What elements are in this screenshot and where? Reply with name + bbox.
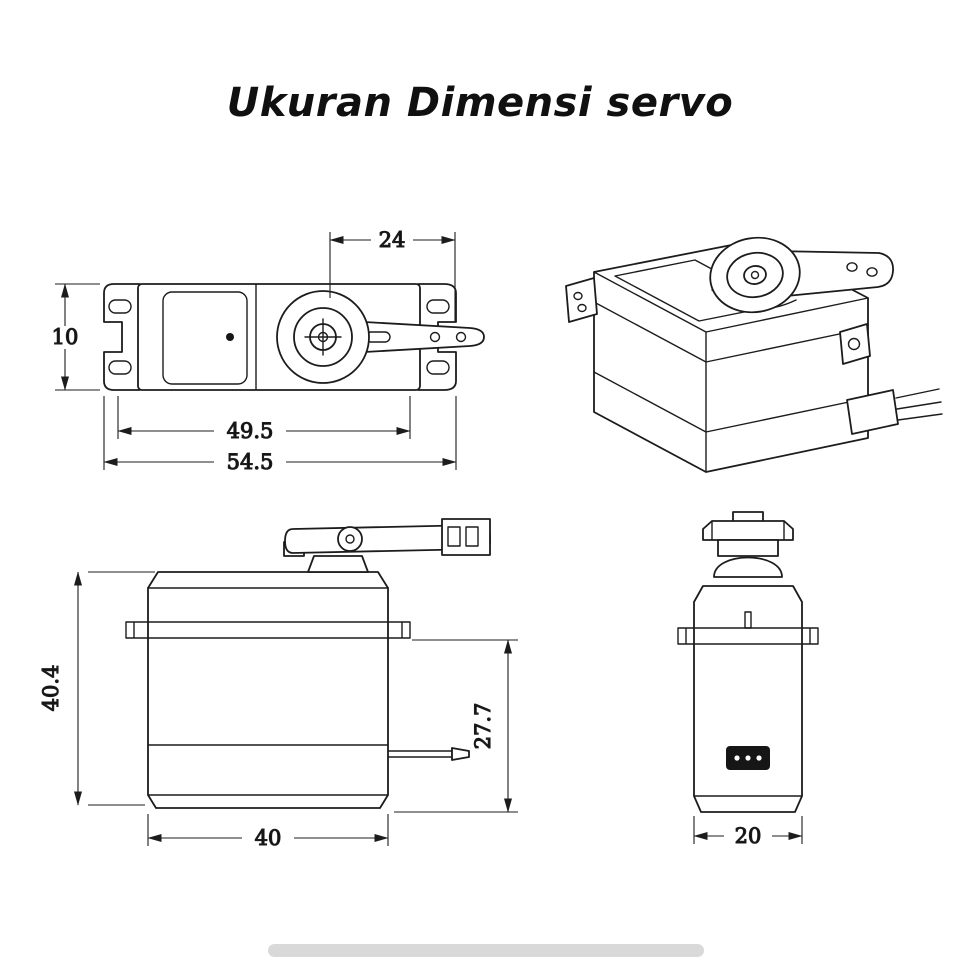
center-cross-icon <box>304 318 342 356</box>
case-dot <box>226 333 234 341</box>
video-progress-bar[interactable] <box>268 944 704 957</box>
flange-slot-icon <box>108 299 132 314</box>
servo-body-side <box>147 571 389 809</box>
dimension-40: 40 <box>147 814 389 851</box>
horn-arm-iso <box>772 250 894 298</box>
horn-center-hole <box>750 270 760 280</box>
body-edges <box>593 271 869 473</box>
dimension-10: 10 <box>48 283 100 391</box>
horn-arm-hole <box>429 331 441 343</box>
mount-flange-side <box>125 621 411 639</box>
horn-arm-hole <box>846 262 858 272</box>
dimension-49-5: 49.5 <box>117 396 411 444</box>
connector-pin-dot <box>756 755 762 761</box>
end-view: 20 <box>677 511 819 849</box>
bracket-hole <box>465 526 479 547</box>
mount-ear-left <box>565 277 598 323</box>
connector-pin-dot <box>745 755 751 761</box>
dim-body-width-label: 40 <box>255 826 282 850</box>
horn-dome <box>713 556 783 578</box>
wire-tip <box>451 747 470 761</box>
extension-lines <box>88 571 155 806</box>
label-mask <box>724 825 772 847</box>
dimension-40-4: 40.4 <box>38 571 155 806</box>
top-view: 24 10 49.5 54.5 <box>48 227 485 475</box>
output-wire <box>387 747 453 761</box>
connector-pin-dot <box>734 755 740 761</box>
side-view: 40.4 27.7 40 <box>38 518 518 851</box>
body-seam-lines <box>147 587 389 796</box>
dimension-20: 20 <box>693 816 803 849</box>
horn-arm-hole <box>866 267 878 277</box>
isometric-view <box>565 236 943 473</box>
label-mask <box>214 420 286 443</box>
page-title: Ukuran Dimensi servo <box>226 80 734 126</box>
flange-slot-icon <box>426 299 450 314</box>
extension-lines <box>394 639 518 813</box>
dim-flange-bottom-label: 27.7 <box>471 703 495 750</box>
top-notch <box>744 611 752 629</box>
ear-hole <box>847 337 861 351</box>
dim-height-label: 40.4 <box>39 665 63 712</box>
case-seam-upper <box>593 301 869 363</box>
horn-screw-center <box>345 534 355 544</box>
dim-horn-arm-label: 24 <box>379 228 406 252</box>
dim-body-length-label: 49.5 <box>227 419 274 443</box>
horn-top-edges <box>711 520 785 541</box>
ear-hole <box>573 291 583 301</box>
dim-depth-label: 20 <box>735 824 762 848</box>
bracket-hole <box>447 526 461 547</box>
horn-disc-iso <box>709 236 801 314</box>
extension-lines <box>103 396 457 470</box>
label-mask <box>242 827 294 849</box>
dim-tab-label: 10 <box>52 325 79 349</box>
flange-slot-icon <box>426 360 450 375</box>
servo-body-end <box>693 585 803 813</box>
horn-mount <box>307 555 369 573</box>
cable-connector <box>846 389 899 435</box>
dimension-27-7: 27.7 <box>394 639 518 813</box>
ear-hole <box>577 303 587 313</box>
label-mask <box>214 451 286 474</box>
flange-slot-icon <box>108 360 132 375</box>
horn-arm-hole <box>455 331 467 343</box>
horn-top-end <box>702 520 794 541</box>
label-mask <box>48 326 82 349</box>
connector-pins <box>895 388 943 421</box>
dimension-24: 24 <box>329 227 456 322</box>
dim-overall-length-label: 54.5 <box>227 450 274 474</box>
label-plate <box>162 291 248 385</box>
horn-block-end <box>717 539 779 557</box>
dimension-54-5: 54.5 <box>103 396 457 475</box>
case-seam-lower <box>593 371 869 433</box>
label-mask <box>371 229 413 251</box>
